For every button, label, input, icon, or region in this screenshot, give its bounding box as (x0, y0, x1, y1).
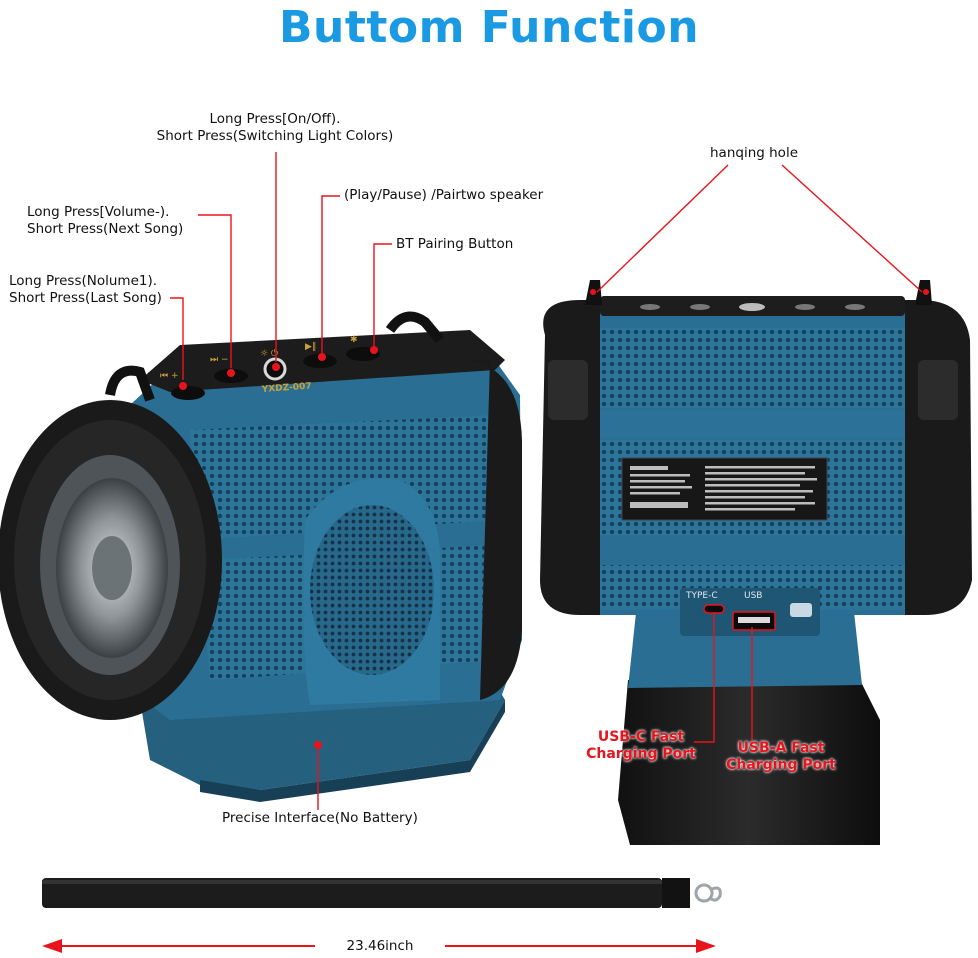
usb-c-port (703, 604, 725, 614)
usb-a-label-line1: USB-A Fast (737, 740, 825, 756)
svg-text:☼ ⏻: ☼ ⏻ (260, 348, 278, 359)
volume-up-label-line1: Long Press(Nolume1). (9, 273, 158, 289)
power-button-label-line1: Long Press[On/Off). (209, 111, 341, 127)
hanging-hole-label: hanqing hole (710, 145, 798, 161)
length-measurement-arrows (42, 939, 716, 953)
annotation-lines (170, 152, 923, 810)
volume-down-label-line2: Short Press(Next Song) (27, 221, 184, 237)
strap-length-label: 23.46inch (346, 938, 414, 954)
usb-c-label-line2: Charging Port (586, 746, 696, 762)
power-button-label-line2: Short Press(Switching Light Colors) (156, 128, 394, 144)
svg-text:⏮ +: ⏮ + (160, 371, 179, 381)
svg-text:▶‖: ▶‖ (305, 342, 316, 352)
type-c-marking: TYPE-C (685, 591, 718, 601)
annotation-dots (179, 346, 378, 749)
strap-image (42, 878, 722, 908)
usb-a-label-line2: Charging Port (726, 757, 836, 773)
model-marking: YXDZ-007 (261, 382, 312, 396)
right-speaker-image: TYPE-C USB (540, 280, 972, 845)
usb-marking: USB (744, 591, 762, 601)
power-button-label: Long Press[On/Off). Short Press(Switchin… (110, 111, 440, 145)
volume-up-label-line2: Short Press(Last Song) (9, 290, 162, 306)
usb-c-port-label: USB-C Fast Charging Port (582, 729, 700, 763)
svg-text:⏭ −: ⏭ − (210, 355, 229, 365)
volume-up-button-label: Long Press(Nolume1). Short Press(Last So… (9, 273, 162, 307)
bt-pairing-button-label: BT Pairing Button (396, 236, 514, 252)
interface-label: Precise Interface(No Battery) (222, 810, 418, 826)
usb-c-label-line1: USB-C Fast (597, 729, 685, 745)
usb-a-port-label: USB-A Fast Charging Port (722, 740, 840, 774)
svg-text:✱: ✱ (350, 335, 358, 345)
volume-down-label-line1: Long Press[Volume-). (27, 204, 170, 220)
page-title: Buttom Function (278, 2, 700, 53)
left-speaker-image: ⏮ + ⏭ − ☼ ⏻ ▶‖ ✱ YXDZ-007 (0, 311, 522, 802)
play-pause-button-label: (Play/Pause) /Pairtwo speaker (344, 187, 544, 203)
volume-down-button-label: Long Press[Volume-). Short Press(Next So… (27, 204, 183, 238)
